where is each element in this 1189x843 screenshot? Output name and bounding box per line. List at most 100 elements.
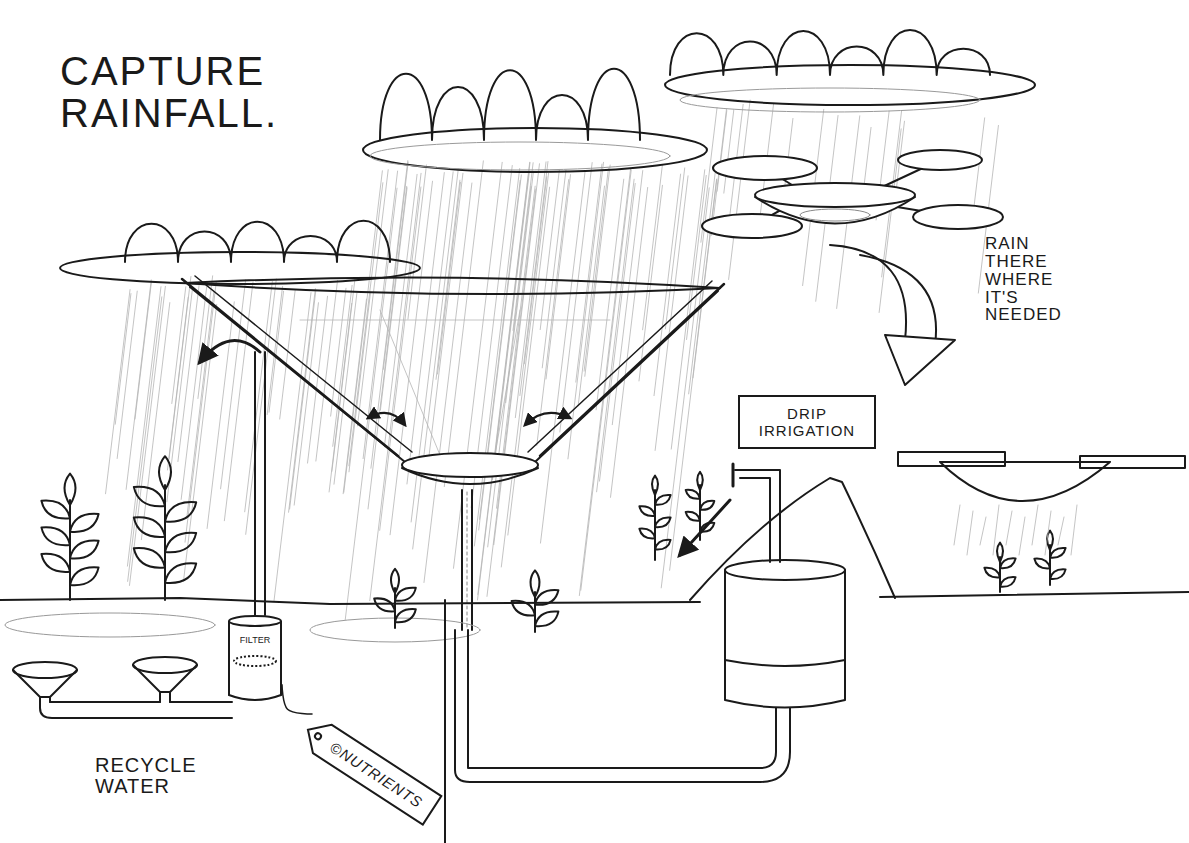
rain-streak: [308, 296, 328, 463]
plant-leaf: [395, 609, 416, 622]
rain-streak: [585, 165, 610, 376]
drone-body: [800, 209, 870, 221]
plant-leaf: [1000, 577, 1016, 587]
drone-rotor: [702, 214, 802, 238]
ground-line: [880, 592, 1189, 597]
plant-leaf: [41, 527, 70, 545]
drone-body: [755, 183, 915, 207]
small-funnel: [13, 670, 77, 697]
rain-streak: [444, 161, 483, 487]
funnel-shade: [495, 310, 520, 455]
down-pipe: [461, 490, 463, 630]
rain-streak: [478, 162, 530, 594]
filter-canister: FILTER: [228, 615, 282, 701]
string-connector: [282, 684, 313, 714]
rain-streak: [129, 286, 165, 585]
label-box: DRIP IRRIGATION: [738, 395, 876, 449]
dish-rain: [1058, 517, 1064, 545]
plant-leaf: [70, 514, 99, 532]
rain-streak: [453, 162, 502, 568]
funnel-strut: [182, 279, 398, 456]
rain-streak: [246, 279, 277, 534]
rain-streak: [689, 173, 715, 394]
rain-streak: [427, 173, 463, 472]
rain-streak: [334, 293, 357, 484]
rain-streak: [643, 165, 663, 330]
funnel-rim: [185, 283, 720, 294]
rain-streak: [187, 292, 214, 518]
rain-streak: [576, 164, 602, 382]
funnel-hub: [402, 453, 538, 477]
rain-streak: [879, 129, 901, 313]
plant-leaf: [165, 563, 196, 583]
dish-rain: [1071, 505, 1077, 555]
plant-leaf: [535, 611, 558, 626]
rain-streak: [344, 171, 383, 493]
rain-streak: [670, 179, 717, 570]
rain-streak: [333, 285, 352, 446]
plant-leaf: [165, 502, 196, 522]
plant-leaf: [1050, 548, 1066, 558]
node-text: DRIP IRRIGATION: [752, 405, 862, 440]
rain-streak: [724, 110, 734, 193]
ground-line: [0, 598, 700, 604]
canister-body: [229, 621, 281, 700]
rain-streak: [368, 186, 407, 509]
plant-leaf: [512, 601, 535, 616]
rain-streak: [106, 290, 130, 494]
tag-hole: [314, 732, 322, 740]
rain-streak: [655, 176, 688, 451]
solar-panel: [898, 452, 1005, 466]
plant-leaf: [134, 487, 165, 507]
rain-streak: [126, 280, 151, 490]
drone-rotor: [898, 150, 982, 170]
rain-streak: [357, 170, 388, 426]
plant-leaf: [1034, 559, 1050, 569]
plant-leaf: [535, 590, 558, 605]
down-pipe: [471, 490, 473, 630]
divider-line: [444, 600, 446, 843]
tank-band: [725, 660, 845, 666]
plant-leaf: [70, 541, 99, 559]
dish-rain: [1032, 505, 1038, 545]
rain-streak: [542, 170, 566, 368]
title: CAPTURE RAINFALL.: [60, 50, 360, 134]
recycle-pipe: [40, 702, 232, 718]
plant-leaf: [165, 533, 196, 553]
drip-nozzle: [732, 464, 735, 486]
plant-leaf: [41, 554, 70, 572]
rain-streak: [221, 280, 246, 489]
plant-leaf: [639, 506, 655, 516]
rain-streak: [380, 188, 407, 410]
rain-streak: [537, 180, 569, 446]
node-texts: ©NUTRIENTS: [327, 738, 426, 810]
rain-streak: [172, 287, 186, 404]
return-pipe: [264, 352, 266, 615]
rain-streak: [207, 302, 234, 529]
down-pipe: [467, 492, 468, 628]
rain-streak: [390, 181, 432, 535]
funnel-strut: [540, 284, 724, 456]
rain-streak: [294, 303, 318, 505]
tank-lid: [725, 560, 845, 580]
drop-arrow: [885, 335, 955, 385]
plant-leaf: [686, 490, 700, 499]
plant-leaf: [984, 568, 1000, 578]
rain-streak: [290, 291, 316, 509]
rain-streak: [508, 187, 550, 535]
rain-streak: [245, 281, 273, 511]
funnel-rim: [185, 278, 720, 288]
rain-streak: [560, 163, 592, 432]
rain-streak: [169, 277, 191, 459]
plant-leaf: [639, 529, 655, 539]
plant-leaf: [159, 456, 171, 490]
funnel-strut: [528, 281, 712, 452]
rain-streak: [115, 294, 131, 425]
dish-rain: [1045, 511, 1051, 555]
rain-streak: [274, 293, 311, 601]
cloud-base: [60, 252, 420, 284]
funnel-shade: [300, 320, 610, 321]
plant-leaf: [391, 569, 399, 593]
plant-leaf: [531, 570, 540, 597]
